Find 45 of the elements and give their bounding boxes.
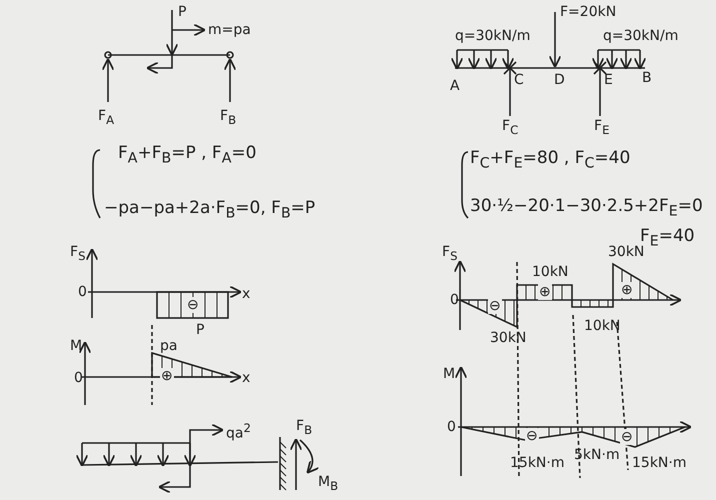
sign-label: ⊖ bbox=[620, 429, 634, 445]
value-label: 5kN·m bbox=[574, 447, 620, 463]
equation: −pa−pa+2a·F$_{B}$=0, F$_{B}$=P bbox=[104, 198, 316, 224]
origin-label: 0 bbox=[450, 292, 459, 308]
value-label: pa bbox=[160, 338, 178, 354]
force-label: F$_{B}$ bbox=[296, 418, 312, 438]
sign-label: ⊕ bbox=[538, 284, 552, 300]
axis-label: x bbox=[242, 286, 250, 302]
moment-label: M$_{B}$ bbox=[318, 474, 338, 494]
equation: F$_{A}$+F$_{B}$=P , F$_{A}$=0 bbox=[118, 143, 256, 168]
force-label: F$_{C}$ bbox=[502, 118, 518, 138]
sign-label: ⊖ bbox=[186, 297, 200, 313]
equation: 30·½−20·1−30·2.5+2F$_{E}$=0 bbox=[470, 196, 703, 222]
axis-label: F$_{S}$ bbox=[70, 244, 86, 264]
point-label: C bbox=[514, 72, 524, 88]
load-label: q=30kN/m bbox=[603, 28, 678, 44]
force-label: P bbox=[178, 4, 186, 20]
value-label: 10kN bbox=[584, 318, 620, 334]
moment-label: qa$^{2}$ bbox=[226, 420, 251, 442]
moment-label: m=pa bbox=[208, 22, 251, 38]
force-label: F$_{B}$ bbox=[220, 108, 236, 128]
sign-label: ⊖ bbox=[488, 298, 502, 314]
point-label: D bbox=[554, 72, 565, 88]
axis-label: F$_{S}$ bbox=[442, 244, 458, 264]
axis-label: M bbox=[443, 366, 456, 382]
axis-label: x bbox=[242, 370, 250, 386]
point-label: B bbox=[642, 70, 652, 86]
equation: F$_{C}$+F$_{E}$=80 , F$_{C}$=40 bbox=[470, 148, 630, 174]
origin-label: 0 bbox=[447, 419, 456, 435]
axis-label: M bbox=[70, 338, 82, 354]
origin-label: 0 bbox=[78, 284, 87, 300]
load-label: q=30kN/m bbox=[455, 28, 530, 44]
load-label: F=20kN bbox=[560, 4, 616, 20]
point-label: A bbox=[450, 78, 460, 94]
force-label: F$_{A}$ bbox=[98, 108, 114, 128]
sign-label: ⊖ bbox=[525, 428, 539, 444]
origin-label: 0 bbox=[74, 370, 83, 386]
value-label: 15kN·m bbox=[510, 455, 564, 471]
value-label: 10kN bbox=[532, 264, 568, 280]
value-label: 15kN·m bbox=[632, 455, 686, 471]
force-label: F$_{E}$ bbox=[594, 118, 610, 138]
point-label: E bbox=[604, 72, 613, 88]
sign-label: ⊕ bbox=[620, 282, 634, 298]
value-label: P bbox=[196, 322, 204, 338]
value-label: 30kN bbox=[490, 330, 526, 346]
